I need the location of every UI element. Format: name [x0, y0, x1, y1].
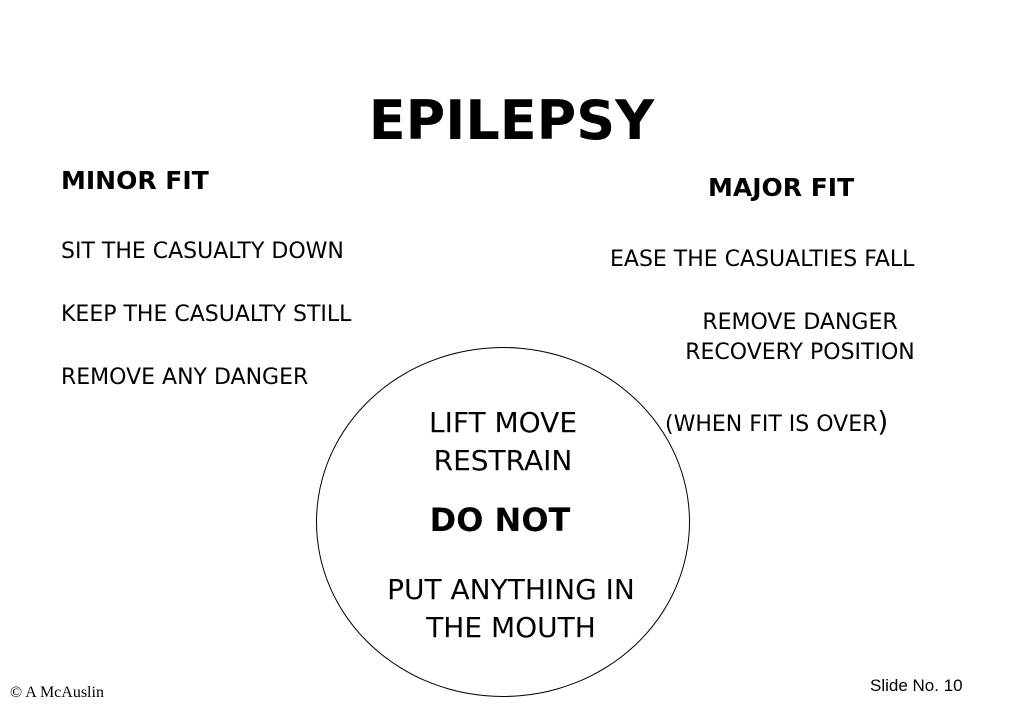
major-fit-item-recovery-position: RECOVERY POSITION: [685, 340, 915, 365]
major-fit-item-when-over: (WHEN FIT IS OVER): [665, 407, 888, 440]
minor-fit-item-sit-down: SIT THE CASUALTY DOWN: [61, 239, 344, 264]
circle-line-put-anything: PUT ANYTHING IN: [387, 573, 635, 606]
when-fit-over-text: (WHEN FIT IS OVER: [665, 412, 878, 437]
circle-line-lift-move: LIFT MOVE: [428, 406, 578, 439]
minor-fit-heading: MINOR FIT: [61, 166, 209, 195]
closing-paren: ): [877, 405, 889, 438]
do-not-circle: [316, 347, 690, 697]
circle-line-restrain: RESTRAIN: [433, 444, 573, 477]
copyright-notice: © A McAuslin: [10, 684, 104, 701]
slide-title: EPILEPSY: [368, 89, 655, 152]
minor-fit-item-keep-still: KEEP THE CASUALTY STILL: [61, 302, 352, 327]
slide-number: Slide No. 10: [870, 676, 963, 695]
circle-line-the-mouth: THE MOUTH: [426, 611, 596, 644]
circle-do-not: DO NOT: [429, 501, 571, 539]
minor-fit-item-remove-danger: REMOVE ANY DANGER: [61, 365, 309, 390]
major-fit-item-remove-danger: REMOVE DANGER: [702, 310, 898, 335]
major-fit-item-ease-fall: EASE THE CASUALTIES FALL: [610, 247, 915, 272]
major-fit-heading: MAJOR FIT: [708, 173, 855, 202]
